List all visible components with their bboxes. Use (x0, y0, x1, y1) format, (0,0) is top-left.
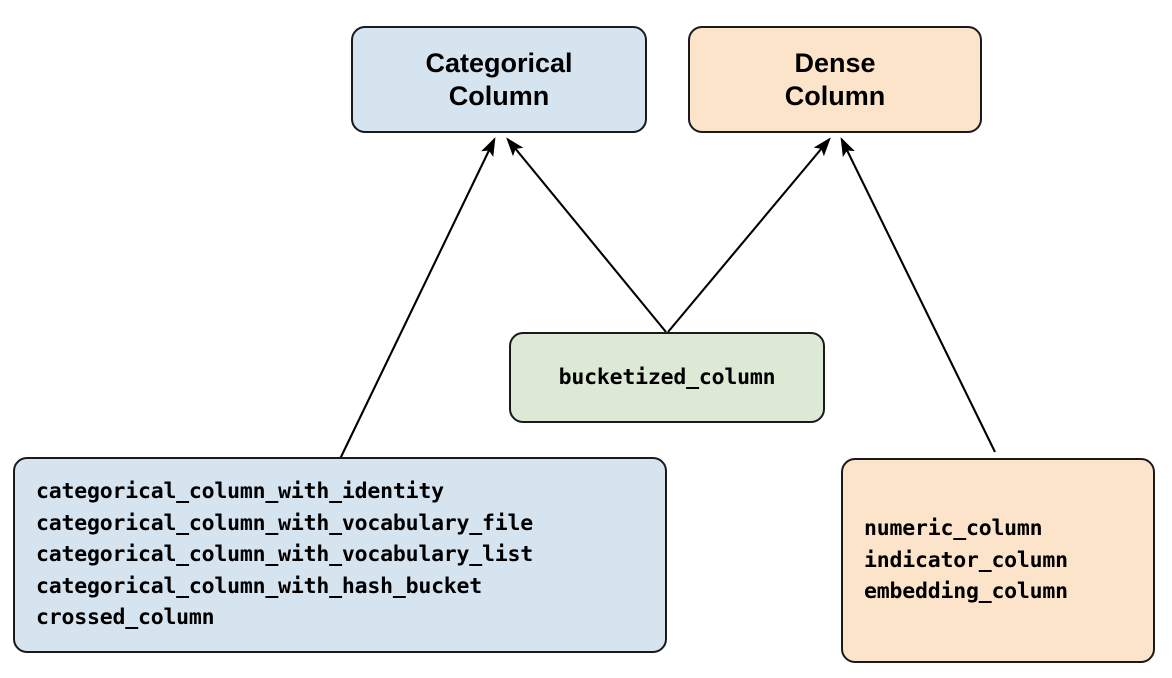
node-categorical-column[interactable]: Categorical Column (351, 26, 647, 133)
edge-categorical-list-to-categorical-column (339, 137, 496, 460)
node-dense-column-list[interactable]: numeric_column indicator_column embeddin… (841, 458, 1155, 663)
list-item: crossed_column (36, 605, 215, 631)
list-item: numeric_column (864, 516, 1043, 542)
list-item: indicator_column (864, 547, 1068, 573)
list-item: embedding_column (864, 579, 1068, 605)
list-item: categorical_column_with_vocabulary_file (36, 510, 534, 536)
edge-bucketized-to-dense-column (667, 137, 831, 333)
node-categorical-column-list[interactable]: categorical_column_with_identity categor… (13, 457, 667, 653)
list-item: categorical_column_with_identity (36, 479, 444, 505)
list-item: categorical_column_with_vocabulary_list (36, 542, 534, 568)
edge-bucketized-to-categorical-column (506, 137, 667, 333)
node-dense-column[interactable]: Dense Column (688, 26, 982, 133)
node-dense-column-label: Dense Column (784, 47, 886, 111)
edge-dense-list-to-dense-column (840, 137, 996, 453)
node-categorical-column-label: Categorical Column (425, 47, 573, 111)
list-item: categorical_column_with_hash_bucket (36, 573, 483, 599)
node-bucketized-column[interactable]: bucketized_column (509, 332, 825, 423)
node-bucketized-column-label: bucketized_column (558, 365, 776, 390)
